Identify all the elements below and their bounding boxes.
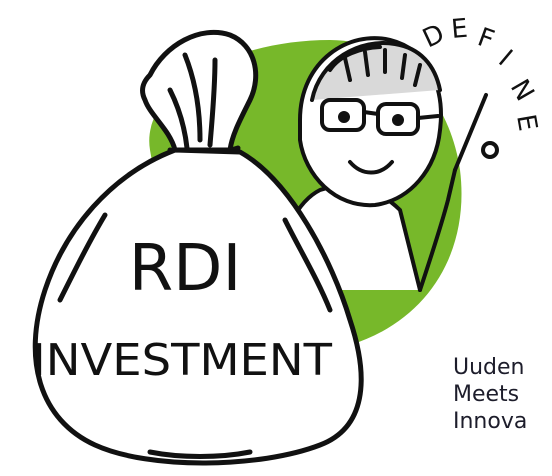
smile (348, 160, 394, 175)
caption-line-1: Uuden (453, 355, 525, 380)
stick-tip (481, 141, 499, 159)
bag-crease-left (57, 212, 108, 303)
glasses-temple (416, 114, 440, 120)
caption-line-2: Meets (453, 382, 520, 407)
bag-label-investment: INVESTMENT (32, 335, 332, 386)
person-hair (310, 41, 442, 102)
bag-neck (140, 29, 259, 153)
sign-letter-1: D (418, 19, 449, 55)
sign-letter-2: E (450, 14, 469, 45)
money-bag (32, 29, 364, 466)
bag-crease-bottom (147, 449, 253, 459)
sign-letter-5: N (504, 75, 540, 107)
left-eye (338, 111, 350, 123)
right-eye (392, 114, 404, 126)
glasses-bridge (362, 110, 380, 116)
bag-label-rdi: RDI (129, 232, 242, 306)
bag-neck-folds (167, 52, 218, 151)
sign-letter-6: E (510, 112, 542, 133)
sign-letter-4: I (493, 44, 518, 72)
bag-body (32, 147, 364, 466)
sign-letter-3: F (474, 22, 498, 55)
caption-line-3: Innova (453, 409, 528, 434)
person-figure (268, 36, 499, 292)
sign-stick (453, 93, 488, 172)
bag-crease-right (282, 217, 333, 313)
caption-text: Uuden Meets Innova (453, 354, 552, 435)
raised-arm (418, 168, 457, 292)
